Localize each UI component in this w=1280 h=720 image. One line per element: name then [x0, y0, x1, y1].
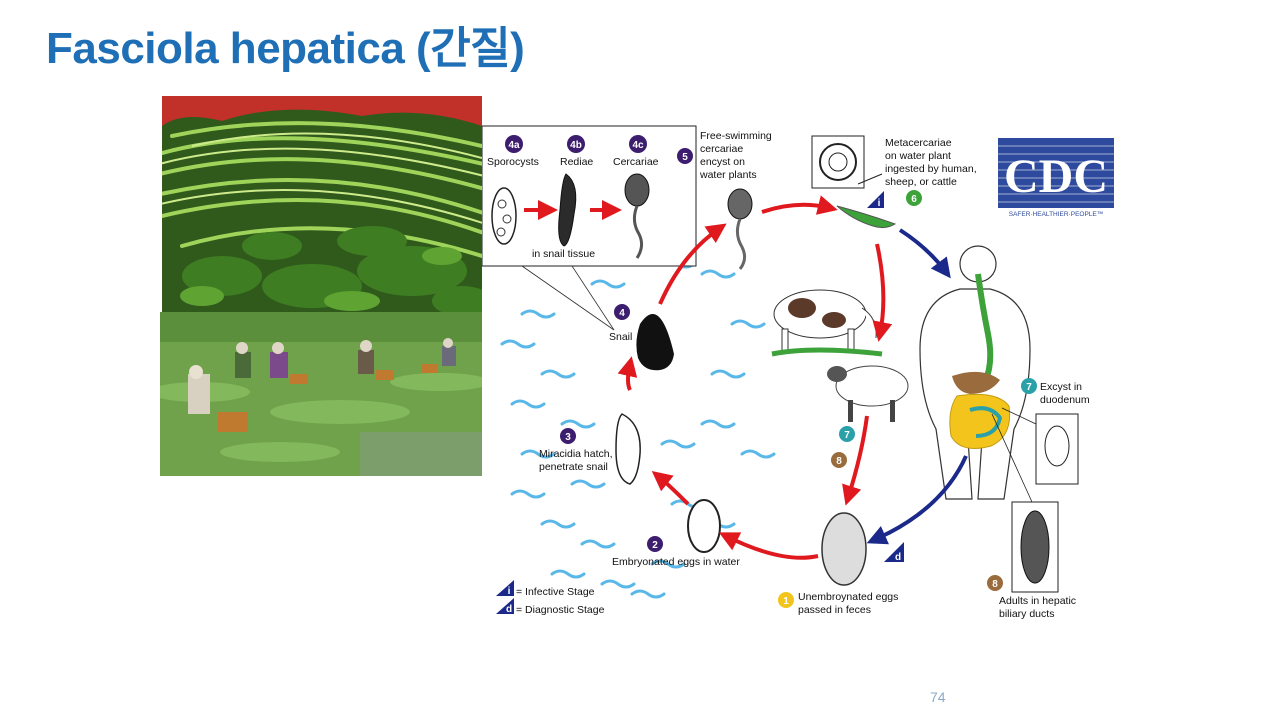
- svg-text:Sporocysts: Sporocysts: [487, 156, 539, 168]
- cow-icon: [771, 289, 883, 357]
- svg-text:Cercariae: Cercariae: [613, 156, 659, 168]
- svg-text:sheep, or cattle: sheep, or cattle: [885, 176, 957, 188]
- svg-text:8: 8: [992, 579, 998, 590]
- redia-icon: [558, 173, 577, 247]
- svg-text:7: 7: [844, 430, 850, 441]
- stage-1: 1 Unembroynated eggs passed in feces: [778, 591, 898, 616]
- svg-text:4c: 4c: [632, 140, 644, 151]
- svg-text:passed in feces: passed in feces: [798, 604, 871, 616]
- embryonated-egg-icon: [687, 499, 721, 553]
- slide-number: 74: [930, 689, 946, 705]
- encysting-cercaria-icon: [727, 188, 753, 270]
- svg-text:Excyst in: Excyst in: [1040, 381, 1082, 393]
- sheep-icon: [827, 365, 909, 422]
- svg-text:encyst on: encyst on: [700, 156, 745, 168]
- svg-text:Free-swimming: Free-swimming: [700, 130, 772, 142]
- infective-marker: i: [867, 191, 884, 209]
- svg-text:Metacercariae: Metacercariae: [885, 137, 952, 149]
- stage-6: Metacercariae on water plant ingested by…: [885, 137, 977, 206]
- stage-5: 5 Free-swimming cercariae encyst on wate…: [677, 130, 772, 181]
- svg-text:d: d: [506, 604, 512, 615]
- svg-text:on water plant: on water plant: [885, 150, 951, 162]
- stage-8: 8 Adults in hepatic biliary ducts: [987, 575, 1076, 620]
- svg-text:SAFER·HEALTHIER·PEOPLE™: SAFER·HEALTHIER·PEOPLE™: [1009, 211, 1104, 218]
- svg-text:4b: 4b: [570, 140, 582, 151]
- stage-4c: 4c Cercariae: [613, 135, 659, 168]
- svg-text:1: 1: [783, 596, 789, 607]
- stage-7: 7 Excyst in duodenum: [1021, 378, 1090, 406]
- stage-4: 4 Snail: [609, 304, 632, 343]
- svg-text:Snail: Snail: [609, 331, 632, 343]
- svg-text:penetrate snail: penetrate snail: [539, 461, 608, 473]
- red-cycle-arrows: [617, 195, 893, 560]
- svg-text:4a: 4a: [508, 140, 520, 151]
- svg-text:Miracidia hatch,: Miracidia hatch,: [539, 448, 613, 460]
- life-cycle-diagram: 4a Sporocysts 4b Rediae 4c Cercariae in …: [482, 125, 1114, 620]
- animal-stage-7: 7: [839, 426, 855, 442]
- cdc-logo: CDC SAFER·HEALTHIER·PEOPLE™: [998, 138, 1114, 218]
- svg-text:7: 7: [1026, 382, 1032, 393]
- snail-icon: [636, 314, 674, 371]
- svg-text:cercariae: cercariae: [700, 143, 743, 155]
- animal-stage-8: 8: [831, 452, 847, 468]
- svg-text:i: i: [508, 586, 511, 597]
- svg-text:3: 3: [565, 432, 571, 443]
- svg-text:5: 5: [682, 152, 688, 163]
- svg-text:ingested by human,: ingested by human,: [885, 163, 977, 175]
- stage-4a: 4a Sporocysts: [487, 135, 539, 168]
- water-plant-icon: [836, 205, 897, 229]
- svg-text:4: 4: [619, 308, 625, 319]
- legend-infective: i = Infective Stage: [496, 580, 595, 598]
- svg-text:8: 8: [836, 456, 842, 467]
- svg-text:water plants: water plants: [699, 169, 757, 181]
- water-waves: [500, 259, 776, 599]
- cercaria-icon: [624, 173, 650, 259]
- intestine-icon: [949, 393, 1011, 449]
- svg-text:duodenum: duodenum: [1040, 394, 1090, 406]
- svg-text:2: 2: [652, 540, 658, 551]
- stage-4b: 4b Rediae: [560, 135, 593, 168]
- field-workers-photo: [160, 312, 482, 476]
- svg-text:Rediae: Rediae: [560, 156, 593, 168]
- stage-2: 2 Embryonated eggs in water: [612, 536, 740, 568]
- svg-text:d: d: [895, 552, 901, 563]
- page-title: Fasciola hepatica (간질): [46, 24, 525, 73]
- excyst-box: [1035, 413, 1079, 485]
- in-snail-label: in snail tissue: [532, 248, 595, 260]
- stage-3: 3 Miracidia hatch, penetrate snail: [539, 428, 613, 473]
- svg-text:CDC: CDC: [1004, 150, 1108, 203]
- water-dropwort-photo: [162, 96, 482, 312]
- blue-cycle-arrows: [866, 228, 968, 545]
- miracidium-icon: [615, 413, 641, 485]
- svg-text:i: i: [878, 198, 881, 209]
- liver-icon: [952, 371, 1000, 394]
- svg-text:= Infective Stage: = Infective Stage: [516, 586, 595, 598]
- unembryonated-egg-icon: [821, 512, 867, 586]
- svg-text:biliary ducts: biliary ducts: [999, 608, 1054, 620]
- svg-text:Unembroynated eggs: Unembroynated eggs: [798, 591, 898, 603]
- svg-text:Embryonated eggs in water: Embryonated eggs in water: [612, 556, 740, 568]
- svg-text:6: 6: [911, 194, 917, 205]
- svg-text:= Diagnostic Stage: = Diagnostic Stage: [516, 604, 605, 616]
- svg-text:Adults in hepatic: Adults in hepatic: [999, 595, 1076, 607]
- legend-diagnostic: d = Diagnostic Stage: [496, 598, 605, 616]
- diagnostic-marker: d: [884, 542, 904, 563]
